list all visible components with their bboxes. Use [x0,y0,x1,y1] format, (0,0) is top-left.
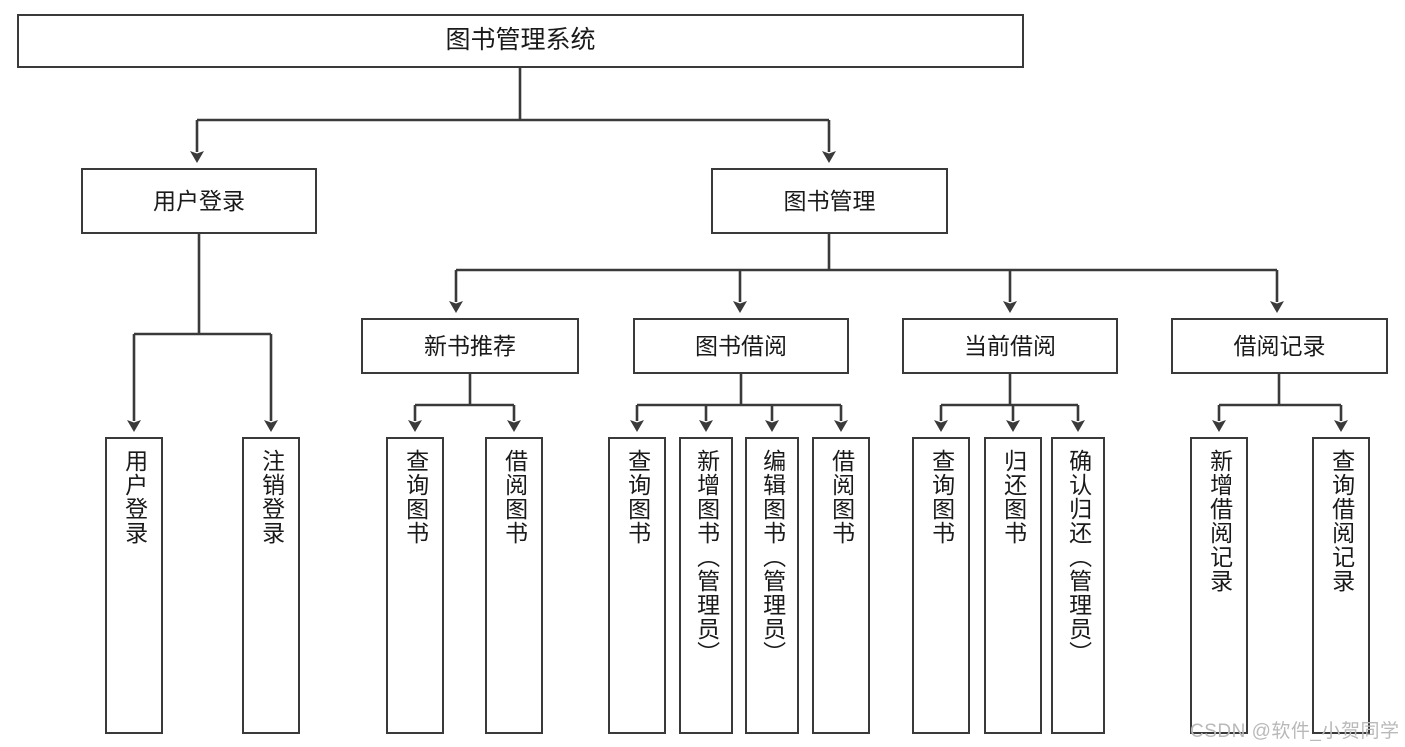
leaf-user-login[interactable]: 用户登录 [105,437,163,734]
leaf-borrow-book[interactable]: 借阅图书 [812,437,870,734]
node-book-management-label: 图书管理 [783,187,876,214]
leaf-label: 新增图书（管理员） [693,449,720,665]
node-current-borrow[interactable]: 当前借阅 [902,318,1118,374]
leaf-label: 查询图书 [402,449,429,545]
leaf-label: 编辑图书（管理员） [759,449,786,665]
node-borrow-record-label: 借阅记录 [1233,332,1326,359]
node-book-borrow[interactable]: 图书借阅 [633,318,849,374]
node-new-book-recommend-label: 新书推荐 [424,332,516,359]
leaf-query-borrow-record[interactable]: 查询借阅记录 [1312,437,1370,734]
leaf-label: 查询图书 [928,449,955,545]
leaf-label: 查询图书 [624,449,651,545]
node-root[interactable]: 图书管理系统 [17,14,1024,68]
node-user-login-label: 用户登录 [153,187,245,214]
leaf-query-book-recommend[interactable]: 查询图书 [386,437,444,734]
node-borrow-record[interactable]: 借阅记录 [1171,318,1388,374]
leaf-return-book[interactable]: 归还图书 [984,437,1042,734]
node-book-borrow-label: 图书借阅 [695,332,787,359]
leaf-label: 查询借阅记录 [1328,449,1355,593]
leaf-label: 借阅图书 [501,449,528,545]
node-new-book-recommend[interactable]: 新书推荐 [361,318,579,374]
leaf-label: 归还图书 [1000,449,1027,545]
leaf-add-book-admin[interactable]: 新增图书（管理员） [679,437,733,734]
leaf-label: 注销登录 [258,449,285,545]
node-book-management[interactable]: 图书管理 [711,168,948,234]
leaf-edit-book-admin[interactable]: 编辑图书（管理员） [745,437,799,734]
node-user-login[interactable]: 用户登录 [81,168,317,234]
leaf-query-book-borrow[interactable]: 查询图书 [608,437,666,734]
leaf-label: 借阅图书 [828,449,855,545]
leaf-label: 新增借阅记录 [1206,449,1233,593]
leaf-confirm-return-admin[interactable]: 确认归还（管理员） [1051,437,1105,734]
leaf-query-book-current[interactable]: 查询图书 [912,437,970,734]
leaf-logout[interactable]: 注销登录 [242,437,300,734]
leaf-label: 用户登录 [121,449,148,545]
csdn-watermark: CSDN @软件_小贺同学 [1190,721,1400,742]
node-root-label: 图书管理系统 [445,26,596,55]
leaf-label: 确认归还（管理员） [1065,449,1092,665]
leaf-borrow-book-recommend[interactable]: 借阅图书 [485,437,543,734]
leaf-add-borrow-record[interactable]: 新增借阅记录 [1190,437,1248,734]
node-current-borrow-label: 当前借阅 [964,332,1056,359]
